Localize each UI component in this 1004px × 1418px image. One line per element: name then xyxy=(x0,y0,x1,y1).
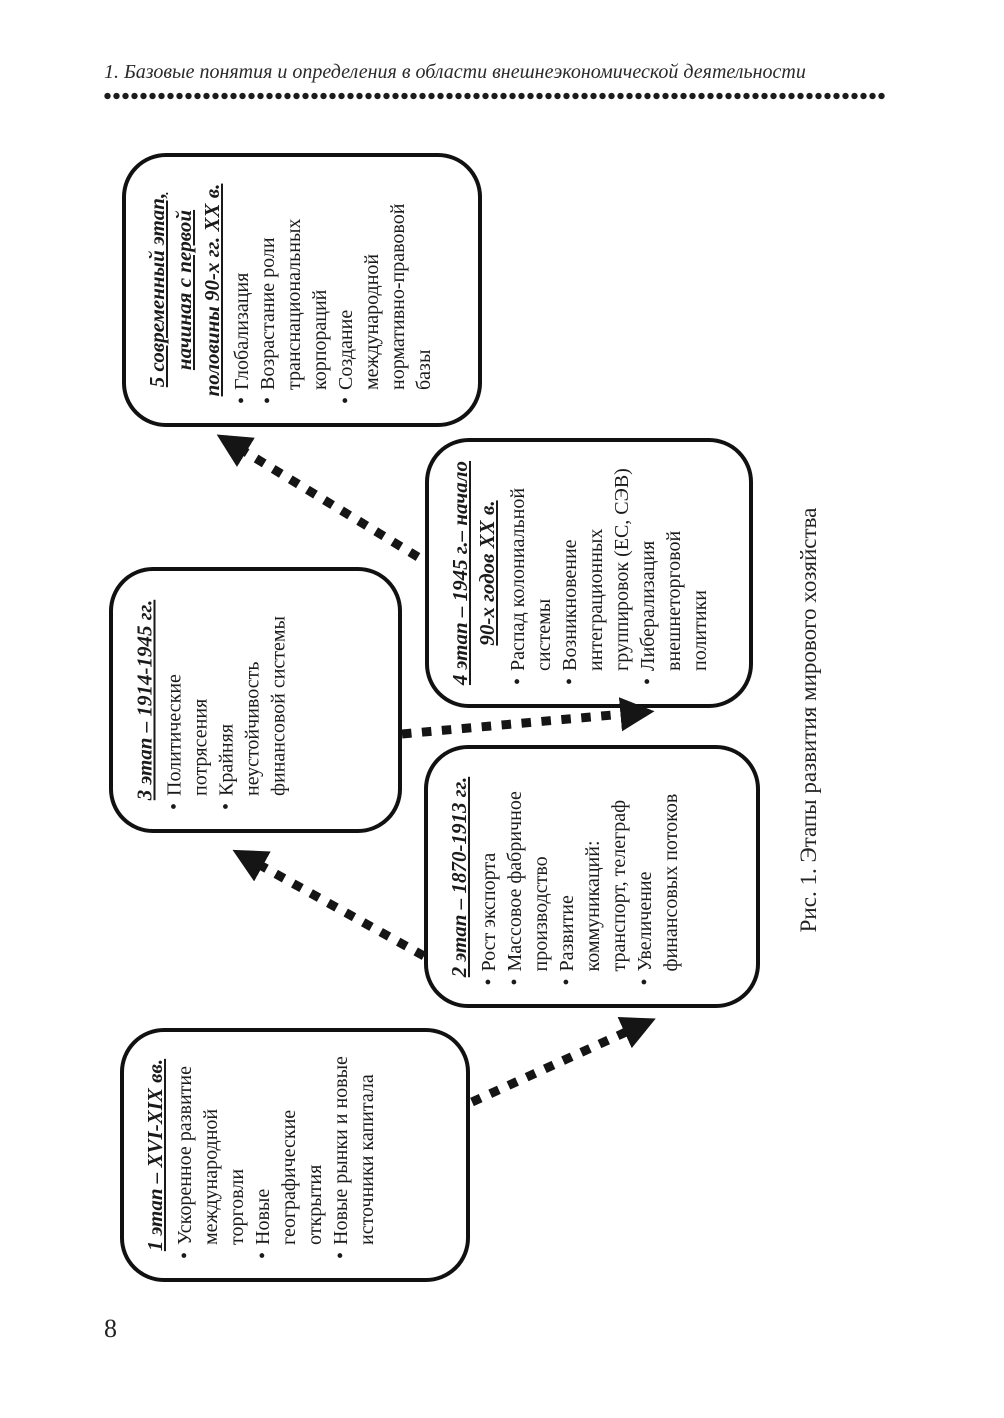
stage-item: Создание международной нормативно-правов… xyxy=(333,175,437,405)
stage-box-5: 5 современный этап, начиная с первой пол… xyxy=(122,153,482,427)
page-number: 8 xyxy=(104,1314,117,1343)
stage-item-list: Ускоренное развитие международной торгов… xyxy=(172,1050,380,1260)
stage-box-4: 4 этап – 1945 г.– начало 90-х годов XX в… xyxy=(425,438,753,708)
stage-title: 5 современный этап, начиная с первой пол… xyxy=(145,183,224,397)
arrow-stage4-to-stage5 xyxy=(216,434,421,561)
arrow-stage1-to-stage2 xyxy=(470,1017,656,1107)
stage-item: Либерализация внешнеторговой политики xyxy=(635,460,713,686)
stage-item: Рост экспорта xyxy=(476,767,502,986)
stage-item-list: Политические потрясения Крайняя неустойч… xyxy=(161,589,291,811)
stage-item: Крайняя неустойчивость финансовой систем… xyxy=(213,589,291,811)
stage-box-2: 2 этап – 1870-1913 гг. Рост экспорта Мас… xyxy=(424,745,760,1008)
stage-item: Массовое фабричное производство xyxy=(502,767,554,986)
stage-title: 2 этап – 1870-1913 гг. xyxy=(447,776,471,977)
stage-title: 1 этап – XVI-XIX вв. xyxy=(143,1058,167,1252)
stage-item-list: Распад колониальной системы Возникновени… xyxy=(505,460,713,686)
dotted-rule xyxy=(104,92,886,100)
stage-item: Глобализация xyxy=(229,175,255,405)
stage-box-1-content: 1 этап – XVI-XIX вв. Ускоренное развитие… xyxy=(142,1050,448,1260)
stage-box-4-content: 4 этап – 1945 г.– начало 90-х годов XX в… xyxy=(447,460,731,686)
stage-item: Новые рынки и новые источники капитала xyxy=(328,1050,380,1260)
stage-item: Политические потрясения xyxy=(161,589,213,811)
stage-item: Новые географические открытия xyxy=(250,1050,328,1260)
running-header: 1. Базовые понятия и определения в облас… xyxy=(104,61,806,83)
arrow-stage2-to-stage3 xyxy=(232,849,427,960)
stage-item-list: Рост экспорта Массовое фабричное произво… xyxy=(476,767,684,986)
figure-caption-wrap: Рис. 1. Этапы развития мирового хозяйств… xyxy=(785,498,837,942)
stage-item: Возрастание роли транснациональных корпо… xyxy=(255,175,333,405)
stage-item: Увеличение финансовых потоков xyxy=(632,767,684,986)
stage-item: Развитие коммуникаций: транспорт, телегр… xyxy=(554,767,632,986)
stage-box-2-content: 2 этап – 1870-1913 гг. Рост экспорта Мас… xyxy=(446,767,738,986)
stage-box-1: 1 этап – XVI-XIX вв. Ускоренное развитие… xyxy=(120,1028,470,1282)
stage-title: 4 этап – 1945 г.– начало 90-х годов XX в… xyxy=(448,460,500,686)
stage-item: Возникновение интеграционных группировок… xyxy=(557,460,635,686)
stage-box-3: 3 этап – 1914-1945 гг. Политические потр… xyxy=(109,567,402,833)
stage-title: 3 этап – 1914-1945 гг. xyxy=(132,599,156,801)
stage-box-3-content: 3 этап – 1914-1945 гг. Политические потр… xyxy=(131,589,380,811)
figure-caption: Рис. 1. Этапы развития мирового хозяйств… xyxy=(796,507,821,933)
stage-item: Распад колониальной системы xyxy=(505,460,557,686)
arrow-stage3-to-stage4 xyxy=(401,697,655,739)
stage-item: Ускоренное развитие международной торгов… xyxy=(172,1050,250,1260)
stage-box-5-content: 5 современный этап, начиная с первой пол… xyxy=(144,175,460,405)
stage-item-list: Глобализация Возрастание роли транснацио… xyxy=(229,175,437,405)
